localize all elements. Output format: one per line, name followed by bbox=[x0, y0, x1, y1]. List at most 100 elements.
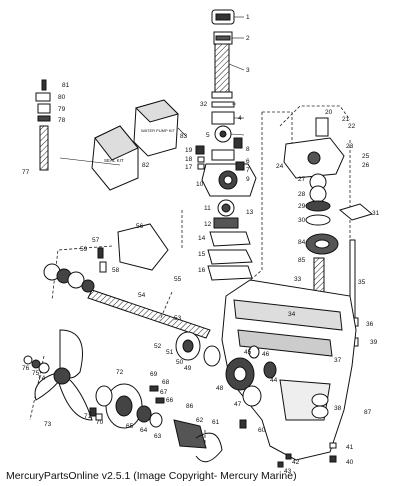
part-68-bolt bbox=[149, 385, 159, 392]
part-81-pin bbox=[41, 79, 47, 91]
part-18-washer bbox=[197, 156, 205, 163]
kit-box-82-label: SEAL KIT bbox=[104, 158, 124, 163]
callout-64: 64 bbox=[140, 427, 148, 434]
callout-56: 56 bbox=[136, 223, 144, 230]
callout-20: 20 bbox=[325, 109, 333, 116]
copyright-footer: MercuryPartsOnline v2.5.1 (Image Copyrig… bbox=[6, 470, 297, 482]
callout-30: 30 bbox=[298, 217, 306, 224]
callout-14: 14 bbox=[198, 235, 206, 242]
callout-43: 43 bbox=[284, 468, 292, 475]
callout-57: 57 bbox=[92, 237, 100, 244]
callout-48: 48 bbox=[216, 385, 224, 392]
part-42-screw bbox=[285, 453, 292, 460]
shift-rod-parts bbox=[35, 79, 51, 171]
part-63-ring bbox=[149, 412, 163, 428]
callout-44: 44 bbox=[270, 377, 278, 384]
callout-79: 79 bbox=[58, 106, 66, 113]
part-66-bolt bbox=[155, 397, 165, 404]
callout-81: 81 bbox=[62, 82, 70, 89]
part-41-washer bbox=[329, 442, 337, 449]
callout-3: 3 bbox=[246, 67, 250, 74]
callout-47: 47 bbox=[234, 401, 242, 408]
part-62-retainer bbox=[173, 419, 207, 449]
part-4-insert bbox=[211, 111, 235, 125]
kit-box-82: SEAL KIT bbox=[91, 125, 139, 191]
callout-39: 39 bbox=[370, 339, 378, 346]
callout-78: 78 bbox=[58, 117, 66, 124]
callout-53: 53 bbox=[174, 315, 182, 322]
callout-86: 86 bbox=[186, 403, 194, 410]
callout-6: 6 bbox=[246, 158, 250, 165]
part-73-propeller bbox=[23, 329, 93, 421]
part-14-gasket bbox=[209, 231, 251, 247]
callout-45: 45 bbox=[244, 349, 252, 356]
callout-1: 1 bbox=[246, 14, 250, 21]
part-47-bearing bbox=[242, 385, 262, 407]
part-49-washer bbox=[203, 345, 221, 367]
callout-29: 29 bbox=[298, 203, 306, 210]
callout-19: 19 bbox=[185, 147, 193, 154]
kit-box-83: WATER PUMP KIT bbox=[133, 99, 179, 157]
callout-23: 23 bbox=[346, 143, 354, 150]
callout-13: 13 bbox=[246, 209, 254, 216]
callout-63: 63 bbox=[154, 433, 162, 440]
callout-83: 83 bbox=[180, 133, 188, 140]
callout-26: 26 bbox=[362, 162, 370, 169]
part-12-bushing bbox=[213, 217, 239, 229]
callout-65: 65 bbox=[126, 423, 134, 430]
propeller-shaft bbox=[43, 223, 211, 339]
callout-87: 87 bbox=[364, 409, 372, 416]
callout-2: 2 bbox=[246, 35, 250, 42]
part-64-bearing bbox=[136, 405, 152, 423]
callout-52: 52 bbox=[154, 343, 162, 350]
callout-32: 32 bbox=[200, 101, 208, 108]
part-28-washer bbox=[309, 185, 327, 203]
callout-10: 10 bbox=[196, 181, 204, 188]
callout-59: 59 bbox=[80, 246, 88, 253]
callout-60: 60 bbox=[258, 427, 266, 434]
part-60-screw bbox=[239, 419, 247, 429]
callout-49: 49 bbox=[184, 365, 192, 372]
callout-75: 75 bbox=[32, 370, 40, 377]
bearing-parts bbox=[175, 331, 277, 407]
part-58-spring bbox=[99, 261, 107, 273]
callout-77: 77 bbox=[22, 169, 30, 176]
callout-38: 38 bbox=[334, 405, 342, 412]
callout-84: 84 bbox=[298, 239, 306, 246]
part-72-washer bbox=[95, 385, 113, 407]
part-20-bracket bbox=[315, 117, 329, 137]
part-40-screw bbox=[329, 455, 337, 463]
callout-62: 62 bbox=[196, 417, 204, 424]
part-8-plate bbox=[211, 149, 235, 161]
part-79-coupler bbox=[37, 103, 51, 114]
part-45-washer bbox=[248, 345, 260, 359]
callout-42: 42 bbox=[292, 459, 300, 466]
part-78-ring bbox=[37, 115, 51, 122]
callout-15: 15 bbox=[198, 251, 206, 258]
part-19-screw bbox=[195, 145, 205, 155]
callout-35: 35 bbox=[358, 279, 366, 286]
callout-66: 66 bbox=[166, 397, 174, 404]
callout-25: 25 bbox=[362, 153, 370, 160]
callout-36: 36 bbox=[366, 321, 374, 328]
part-75-washer bbox=[31, 359, 41, 369]
gearcase-housing bbox=[221, 279, 357, 461]
drain-parts bbox=[239, 419, 337, 468]
callout-73: 73 bbox=[44, 421, 52, 428]
callout-27: 27 bbox=[298, 176, 306, 183]
callout-22: 22 bbox=[348, 123, 356, 130]
callout-31: 31 bbox=[372, 210, 380, 217]
part-7-screw bbox=[235, 161, 245, 171]
callout-21: 21 bbox=[342, 116, 350, 123]
callout-17: 17 bbox=[185, 164, 193, 171]
part-31-gasket bbox=[338, 203, 374, 221]
part-80-nut bbox=[35, 92, 51, 102]
callout-11: 11 bbox=[204, 205, 211, 212]
callout-70: 70 bbox=[96, 419, 104, 426]
part-30-seal bbox=[305, 214, 331, 226]
part-15-plate bbox=[207, 249, 253, 265]
callout-5: 5 bbox=[206, 132, 210, 139]
fastener-parts bbox=[195, 145, 245, 171]
callout-8: 8 bbox=[246, 146, 250, 153]
